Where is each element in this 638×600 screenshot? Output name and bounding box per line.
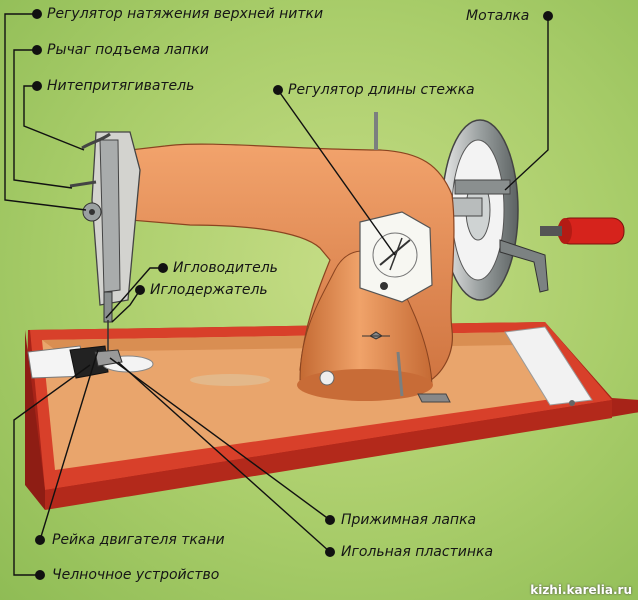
label-presser-foot: Прижимная лапка (341, 512, 477, 528)
label-feed-dog: Рейка двигателя ткани (52, 532, 225, 548)
label-foot-lever: Рычаг подъема лапки (47, 42, 209, 58)
handwheel (441, 119, 625, 301)
label-needle-bar: Игловодитель (173, 260, 278, 276)
label-needle-holder: Иглодержатель (150, 282, 268, 298)
machine-body (129, 112, 455, 403)
label-take-up: Нитепритягиватель (47, 78, 195, 94)
label-tension-regulator: Регулятор натяжения верхней нитки (47, 6, 324, 22)
leader-lines (4, 13, 549, 576)
machine-base (25, 322, 638, 510)
label-stitch-regulator: Регулятор длины стежка (288, 82, 475, 98)
label-needle-plate: Игольная пластинка (341, 544, 494, 560)
source-credit: kizhi.karelia.ru (530, 583, 632, 597)
label-winder: Моталка (466, 8, 530, 24)
machine-head (69, 131, 141, 352)
label-shuttle: Челночное устройство (52, 567, 220, 583)
label-markers (32, 9, 553, 580)
